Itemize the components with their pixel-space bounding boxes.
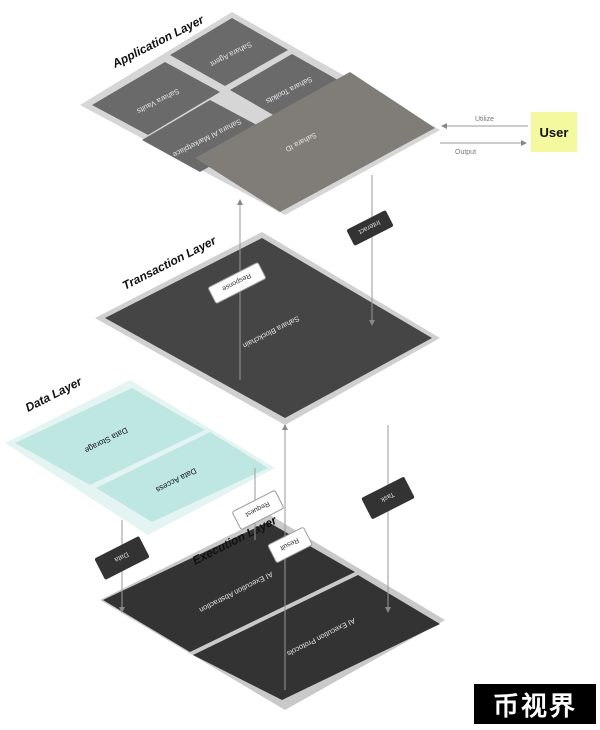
watermark: 币视界	[474, 684, 596, 724]
tag-interact: Interact	[347, 210, 393, 246]
app-tile-marketplace	[142, 100, 270, 172]
user-label: User	[539, 124, 569, 140]
tag-data: Data	[94, 536, 150, 580]
user-actor: User	[531, 112, 577, 152]
app-tile-sahara-id	[195, 72, 435, 212]
tag-request: Request	[232, 490, 284, 530]
transaction-tile-blockchain	[105, 238, 432, 418]
execution-tile-protocols	[193, 575, 440, 700]
flow-utilize-label: Utilize	[475, 116, 494, 123]
app-tile-toolkits	[230, 54, 345, 120]
tag-task: Task	[361, 477, 415, 519]
app-tile-agent	[170, 18, 288, 86]
app-tile-vaults	[92, 62, 220, 135]
application-layer: Application Layer Sahara Agent Sahara To…	[80, 12, 440, 215]
flow-output-label: Output	[455, 149, 476, 156]
data-tile-storage	[15, 388, 205, 485]
tag-result: Result	[267, 527, 313, 563]
execution-layer: Execution Layer AI Execution Abstraction…	[100, 513, 445, 710]
data-tile-access	[96, 432, 268, 522]
